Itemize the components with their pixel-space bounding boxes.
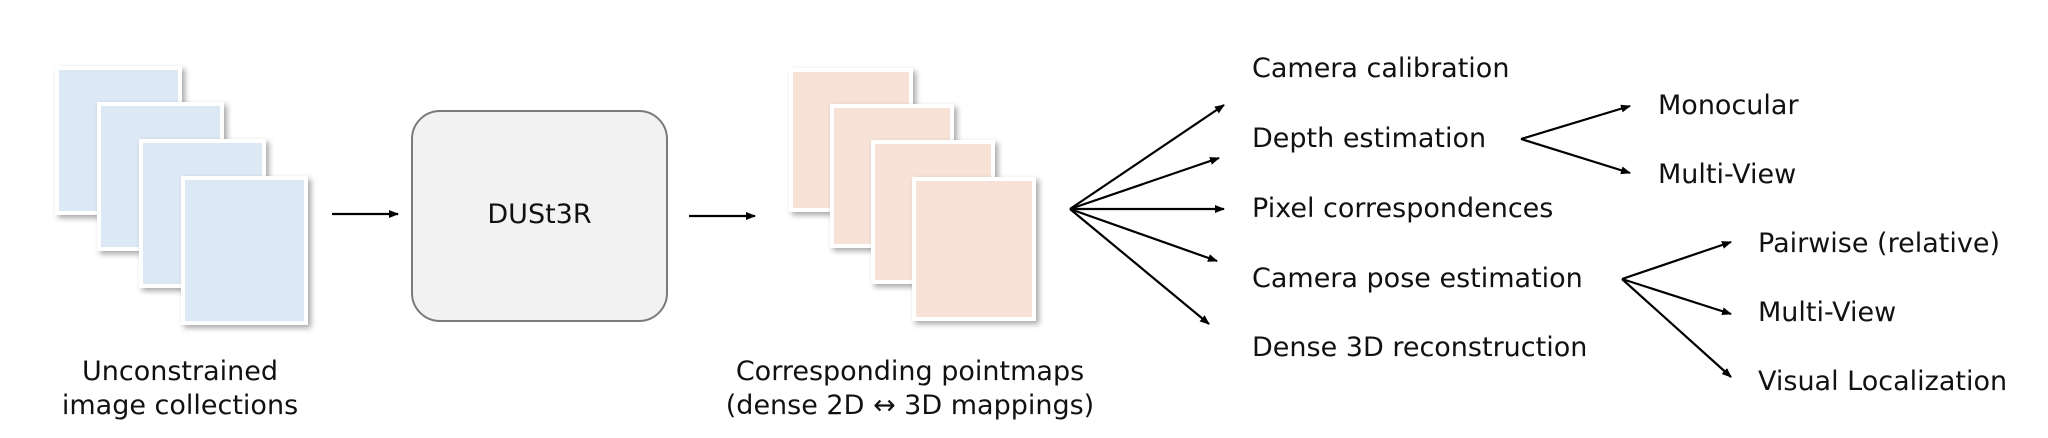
arrow-to-pose-multi-view <box>1621 277 1732 316</box>
pointmap-card <box>912 177 1036 321</box>
arrow-to-visual-localization <box>1621 278 1732 378</box>
arrow-to-pairwise <box>1621 240 1732 281</box>
task-camera-pose-estimation: Camera pose estimation <box>1252 263 1583 294</box>
output-caption-line-2: (dense 2D ↔ 3D mappings) <box>725 390 1095 421</box>
arrow-to-dense-reconstruction <box>1069 208 1210 325</box>
task-camera-calibration: Camera calibration <box>1252 53 1510 84</box>
input-caption-line-2: image collections <box>61 390 299 421</box>
depth-subtask-arrows <box>1520 104 1631 175</box>
task-pixel-correspondences: Pixel correspondences <box>1252 193 1554 224</box>
input-image-stack <box>55 66 308 325</box>
pose-subtask-arrows <box>1621 240 1732 378</box>
arrow-to-depth-multi-view <box>1520 137 1631 175</box>
task-arrows <box>1069 104 1225 325</box>
subtask-pose-multi-view: Multi-View <box>1758 297 1897 328</box>
subtask-visual-localization: Visual Localization <box>1758 366 2008 397</box>
output-caption: Corresponding pointmaps (dense 2D ↔ 3D m… <box>700 355 1120 423</box>
subtask-monocular: Monocular <box>1658 90 1799 121</box>
arrow-to-camera-pose-estimation <box>1069 207 1218 263</box>
input-caption-line-1: Unconstrained <box>81 356 278 387</box>
model-label: DUSt3R <box>487 199 592 230</box>
task-dense-3d-reconstruction: Dense 3D reconstruction <box>1252 332 1588 363</box>
task-depth-estimation: Depth estimation <box>1252 123 1487 154</box>
arrow-to-monocular <box>1520 104 1631 141</box>
subtask-depth-multi-view: Multi-View <box>1658 159 1797 190</box>
arrow-to-depth-estimation <box>1069 156 1220 211</box>
arrow-to-camera-calibration <box>1069 104 1225 210</box>
output-caption-line-1: Corresponding pointmaps <box>735 356 1085 387</box>
input-image-card <box>181 176 308 325</box>
input-caption: Unconstrained image collections <box>30 355 330 423</box>
model-box <box>411 110 668 322</box>
subtask-pairwise-relative: Pairwise (relative) <box>1758 228 2000 259</box>
output-pointmap-stack <box>789 68 1036 321</box>
